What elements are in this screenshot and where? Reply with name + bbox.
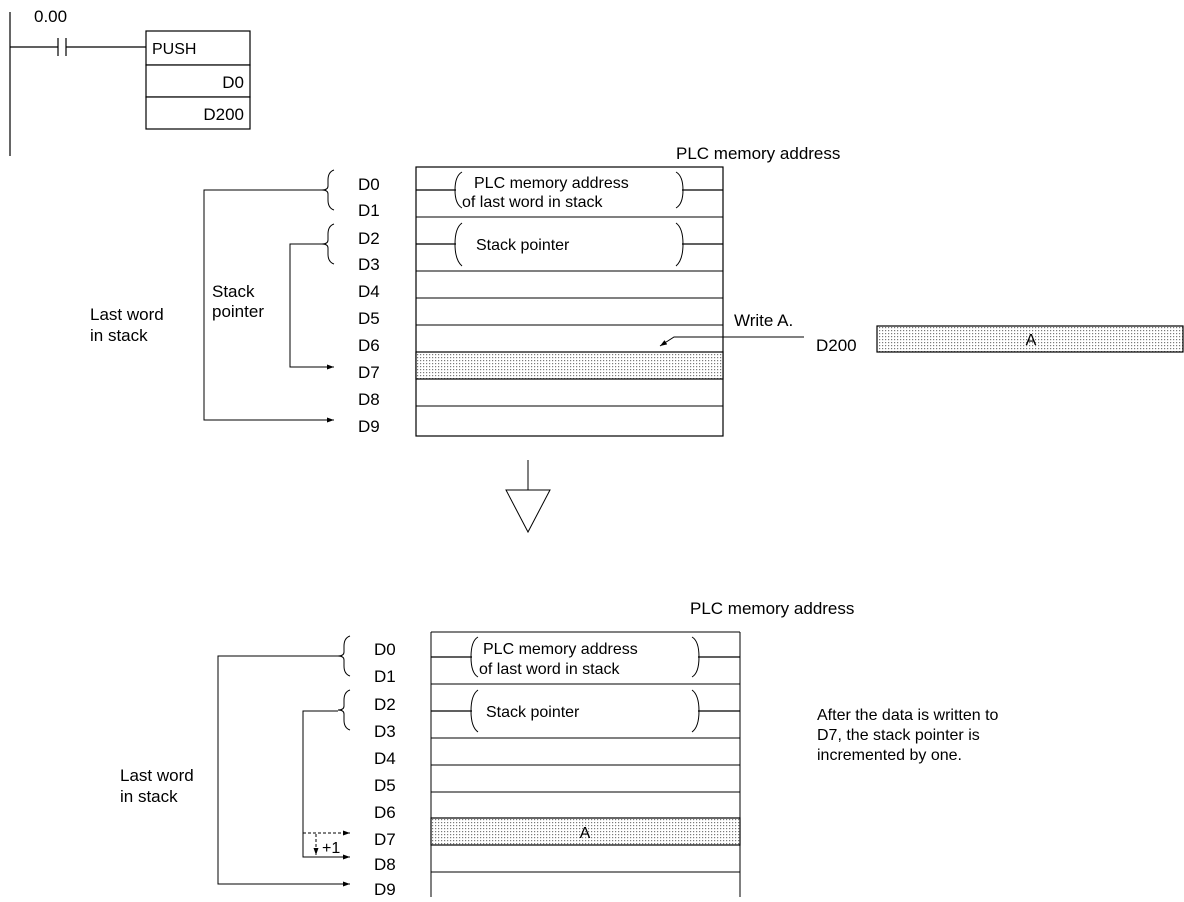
address-label: D4 bbox=[358, 282, 380, 301]
address-label: D2 bbox=[374, 695, 396, 714]
address-label: D7 bbox=[374, 830, 396, 849]
last-word-side-label: in stack bbox=[90, 326, 148, 345]
instruction-name: PUSH bbox=[152, 41, 196, 58]
last-word-side-label: in stack bbox=[120, 787, 178, 806]
address-label: D8 bbox=[358, 390, 380, 409]
down-arrow-icon bbox=[505, 460, 551, 534]
explanation-note: incremented by one. bbox=[817, 747, 962, 764]
increment-label: +1 bbox=[322, 840, 340, 857]
stack-end-address-label: PLC memory address bbox=[474, 175, 629, 192]
memory-word-d7 bbox=[415, 351, 724, 380]
stack-pointer-arrow bbox=[302, 710, 350, 860]
address-label: D9 bbox=[374, 880, 396, 897]
address-labels: D0 D1 D2 D3 D4 D5 D6 D7 D8 D9 bbox=[374, 640, 396, 899]
memory-header: PLC memory address bbox=[690, 599, 854, 618]
address-label: D6 bbox=[358, 336, 380, 355]
last-word-side-label: Last word bbox=[120, 766, 194, 785]
address-label: D7 bbox=[358, 363, 380, 382]
ladder-rung: 0.00 PUSH D0 D200 bbox=[9, 7, 251, 156]
address-labels: D0 D1 D2 D3 D4 D5 D6 D7 D8 D9 bbox=[358, 175, 380, 436]
instruction-box bbox=[145, 30, 251, 66]
address-label: D4 bbox=[374, 749, 396, 768]
contact-label: 0.00 bbox=[34, 7, 67, 26]
address-label: D1 bbox=[374, 667, 396, 686]
last-word-side-label: Last word bbox=[90, 305, 164, 324]
stack-end-address-label: PLC memory address bbox=[483, 641, 638, 658]
bottom-memory-diagram: PLC memory address D0 D1 D2 D3 D4 D5 D6 … bbox=[120, 599, 999, 899]
address-label: D3 bbox=[358, 255, 380, 274]
stack-pointer-arrow bbox=[289, 243, 334, 370]
address-label: D3 bbox=[374, 722, 396, 741]
stack-pointer-label: Stack pointer bbox=[486, 704, 580, 721]
brace-icon bbox=[321, 223, 335, 265]
brace-icon bbox=[337, 635, 351, 677]
address-label: D5 bbox=[374, 776, 396, 795]
stack-pointer-side-label: Stack bbox=[212, 282, 255, 301]
address-label: D0 bbox=[374, 640, 396, 659]
address-label: D2 bbox=[358, 229, 380, 248]
source-value: A bbox=[1026, 332, 1037, 349]
written-value: A bbox=[580, 825, 591, 842]
brace-icon bbox=[337, 689, 351, 731]
last-word-arrow bbox=[217, 655, 350, 887]
operand2: D200 bbox=[203, 105, 244, 124]
explanation-note: After the data is written to bbox=[817, 707, 999, 724]
stack-end-address-label: of last word in stack bbox=[479, 661, 621, 678]
write-label: Write A. bbox=[734, 311, 793, 330]
stack-pointer-side-label: pointer bbox=[212, 302, 264, 321]
address-label: D0 bbox=[358, 175, 380, 194]
address-label: D9 bbox=[358, 417, 380, 436]
address-label: D1 bbox=[358, 201, 380, 220]
source-word-label: D200 bbox=[816, 336, 857, 355]
operand1: D0 bbox=[222, 73, 244, 92]
stack-pointer-label: Stack pointer bbox=[476, 237, 570, 254]
memory-word-d7 bbox=[430, 817, 741, 846]
memory-header: PLC memory address bbox=[676, 144, 840, 163]
write-arrow bbox=[659, 336, 804, 347]
address-label: D8 bbox=[374, 855, 396, 874]
operand2-box bbox=[145, 96, 251, 130]
source-word-box bbox=[876, 325, 1184, 353]
address-label: D6 bbox=[374, 803, 396, 822]
explanation-note: D7, the stack pointer is bbox=[817, 727, 980, 744]
top-memory-diagram: PLC memory address D0 D1 D2 D3 D4 D5 D6 … bbox=[90, 144, 1184, 437]
brace-icon bbox=[321, 169, 335, 211]
stack-end-address-label: of last word in stack bbox=[462, 194, 604, 211]
last-word-arrow bbox=[203, 189, 334, 423]
address-label: D5 bbox=[358, 309, 380, 328]
